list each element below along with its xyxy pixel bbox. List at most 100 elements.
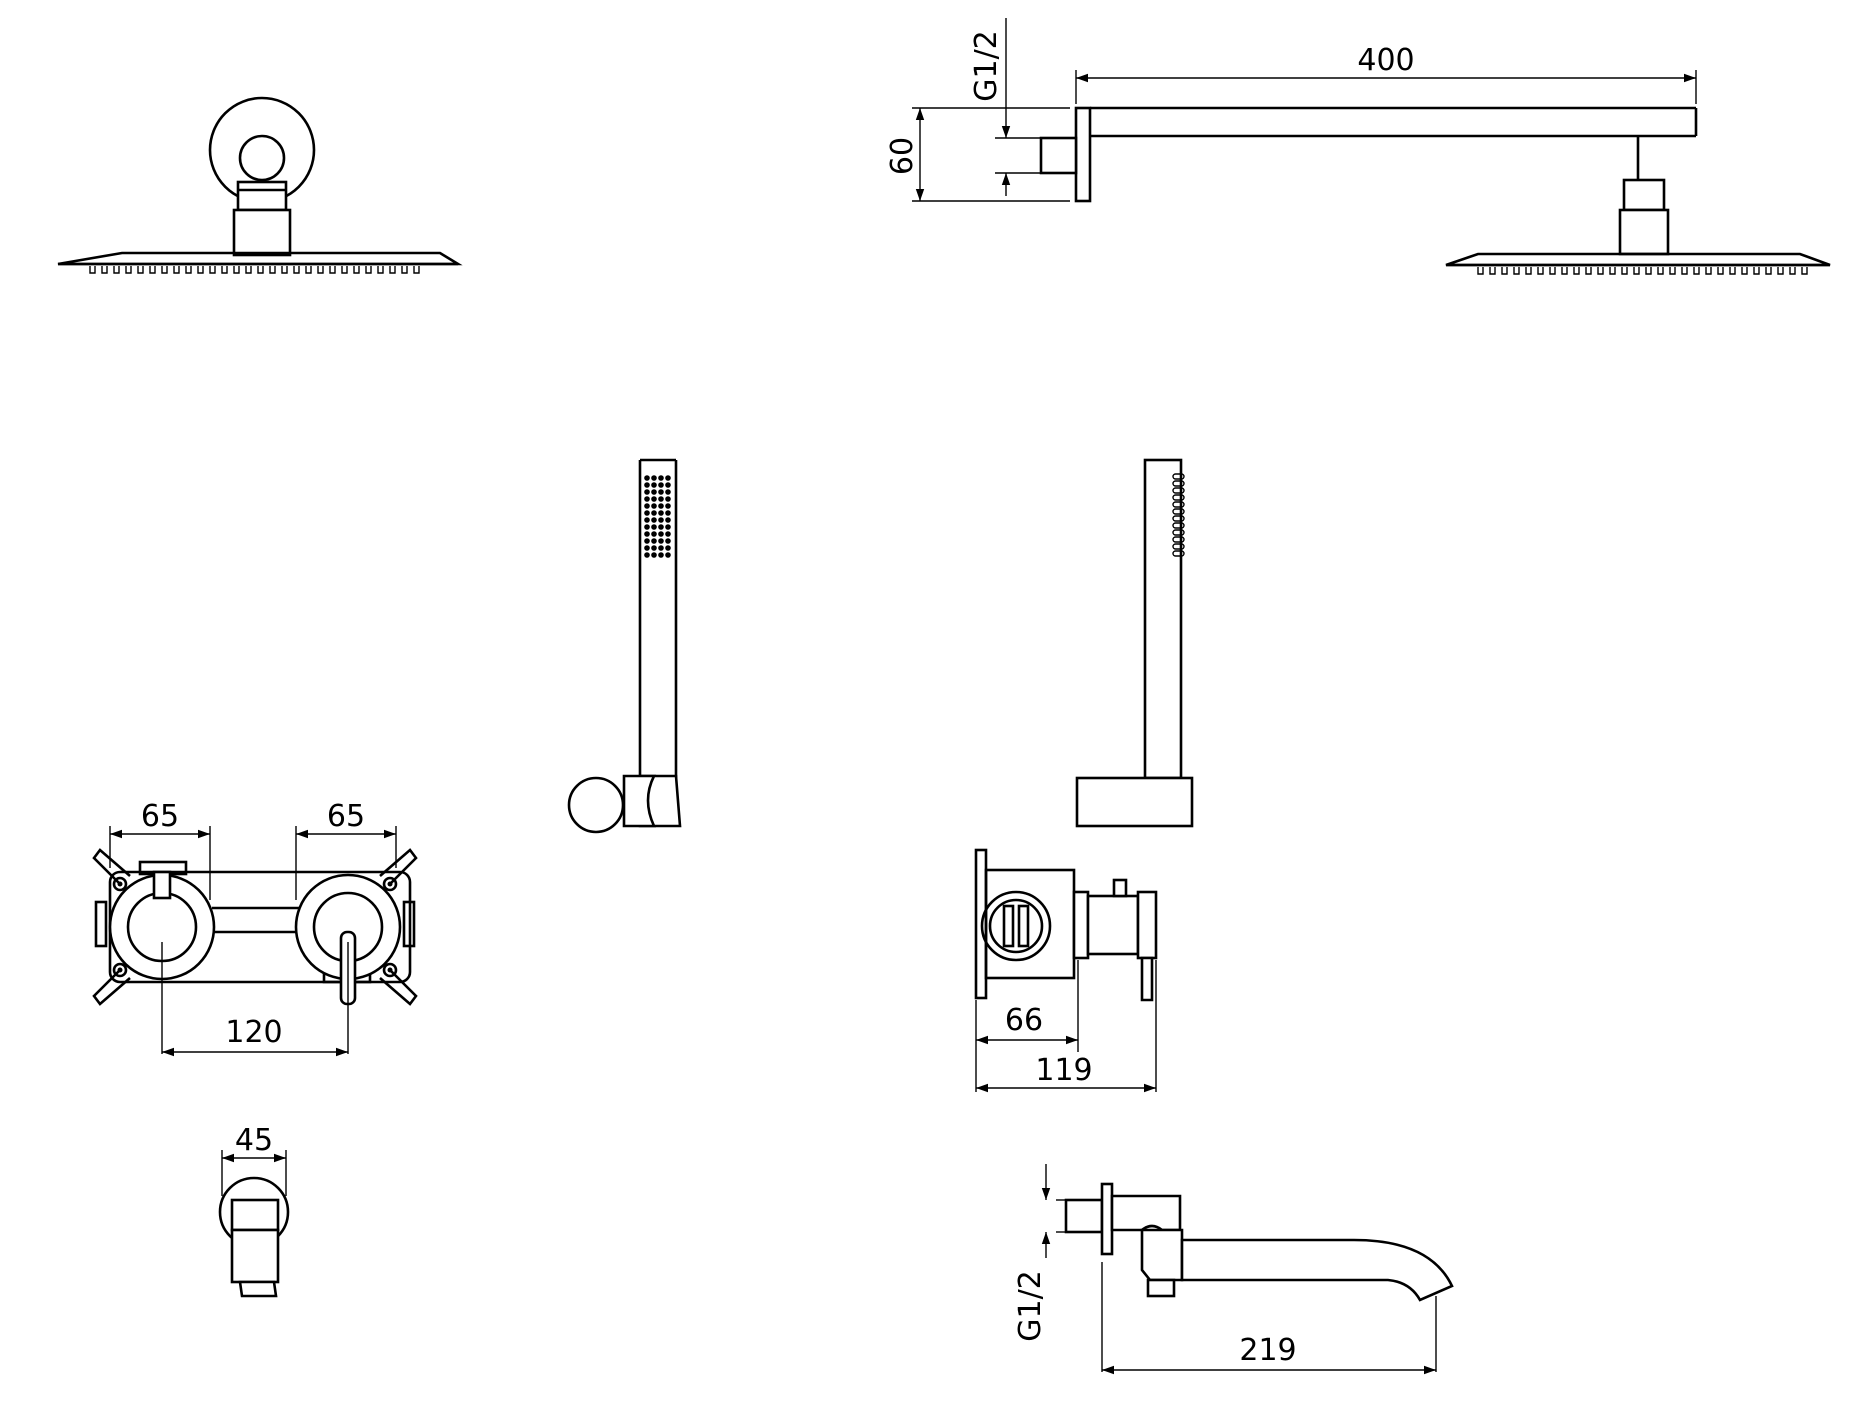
nozzle bbox=[185, 266, 192, 274]
screw bbox=[112, 876, 128, 892]
screw bbox=[112, 962, 128, 978]
side-nozzle bbox=[1172, 529, 1185, 536]
nozzle bbox=[1621, 267, 1628, 275]
spray-dot bbox=[644, 510, 650, 516]
arm-height-label: 60 bbox=[885, 137, 920, 175]
screw-center bbox=[387, 967, 393, 973]
nozzle bbox=[209, 266, 216, 274]
nozzle bbox=[389, 266, 396, 274]
nozzle bbox=[1525, 267, 1532, 275]
nozzle bbox=[257, 266, 264, 274]
spray-dot bbox=[644, 503, 650, 509]
nozzle bbox=[341, 266, 348, 274]
nozzle bbox=[1609, 267, 1616, 275]
arm-length-label: 400 bbox=[1357, 43, 1414, 78]
nozzle bbox=[1477, 267, 1484, 275]
nozzle bbox=[1801, 267, 1808, 275]
nozzle bbox=[1693, 267, 1700, 275]
nozzle bbox=[1645, 267, 1652, 275]
shower-arm-nozzles bbox=[1477, 267, 1808, 275]
mixer-right-offset-label: 65 bbox=[327, 799, 365, 834]
spray-dot bbox=[651, 496, 657, 502]
screw-center bbox=[117, 881, 123, 887]
mixer-front-view: 65 65 120 bbox=[92, 799, 418, 1057]
side-nozzle bbox=[1172, 480, 1185, 487]
spray-dot bbox=[658, 552, 664, 558]
side-nozzle bbox=[1172, 550, 1185, 557]
spray-dot bbox=[651, 510, 657, 516]
spray-dot bbox=[665, 475, 671, 481]
nozzle bbox=[293, 266, 300, 274]
side-nozzle bbox=[1172, 494, 1185, 501]
spray-dot bbox=[665, 524, 671, 530]
nozzle bbox=[221, 266, 228, 274]
spray-dot bbox=[644, 545, 650, 551]
nozzle bbox=[1537, 267, 1544, 275]
nozzle bbox=[1489, 267, 1496, 275]
spray-dot bbox=[665, 489, 671, 495]
nozzle bbox=[1585, 267, 1592, 275]
mixer-left-offset-label: 65 bbox=[141, 799, 179, 834]
nozzle bbox=[281, 266, 288, 274]
shower-head-front-view bbox=[57, 96, 463, 274]
nozzle bbox=[1549, 267, 1556, 275]
spray-dot bbox=[651, 489, 657, 495]
nozzle bbox=[197, 266, 204, 274]
spray-dot bbox=[644, 475, 650, 481]
nozzle bbox=[1633, 267, 1640, 275]
side-nozzle bbox=[1172, 522, 1185, 529]
spray-dot bbox=[665, 552, 671, 558]
side-nozzle bbox=[1172, 473, 1185, 480]
nozzle bbox=[1657, 267, 1664, 275]
nozzle bbox=[149, 266, 156, 274]
spray-dot bbox=[651, 482, 657, 488]
nozzle bbox=[1561, 267, 1568, 275]
spray-dot bbox=[651, 552, 657, 558]
nozzle bbox=[1729, 267, 1736, 275]
spray-dot bbox=[658, 475, 664, 481]
screw bbox=[382, 962, 398, 978]
nozzle bbox=[1777, 267, 1784, 275]
nozzle bbox=[173, 266, 180, 274]
spray-dot bbox=[651, 538, 657, 544]
spray-dot bbox=[651, 517, 657, 523]
spray-dot bbox=[651, 545, 657, 551]
nozzle bbox=[401, 266, 408, 274]
nozzle bbox=[1513, 267, 1520, 275]
nozzle bbox=[161, 266, 168, 274]
spray-dot bbox=[644, 552, 650, 558]
nozzle bbox=[317, 266, 324, 274]
spray-dot bbox=[644, 496, 650, 502]
box-depth-total-label: 119 bbox=[1035, 1053, 1092, 1088]
spray-dot bbox=[644, 489, 650, 495]
spray-dot bbox=[665, 503, 671, 509]
spray-dot bbox=[665, 482, 671, 488]
spout-thread-label: G1/2 bbox=[1013, 1270, 1048, 1342]
nozzle bbox=[1669, 267, 1676, 275]
nozzle bbox=[125, 266, 132, 274]
spray-dot bbox=[658, 538, 664, 544]
nozzle bbox=[137, 266, 144, 274]
nozzle bbox=[329, 266, 336, 274]
nozzle bbox=[113, 266, 120, 274]
nozzle bbox=[1597, 267, 1604, 275]
mounting-wing bbox=[92, 969, 131, 1006]
spray-dot bbox=[665, 545, 671, 551]
side-nozzle bbox=[1172, 536, 1185, 543]
mounting-wing bbox=[379, 969, 418, 1006]
side-nozzle bbox=[1172, 508, 1185, 515]
side-nozzle bbox=[1172, 543, 1185, 550]
nozzle bbox=[305, 266, 312, 274]
nozzle bbox=[1753, 267, 1760, 275]
spray-dot bbox=[644, 482, 650, 488]
spray-dot bbox=[651, 475, 657, 481]
side-nozzle bbox=[1172, 487, 1185, 494]
mounting-wing bbox=[92, 848, 131, 885]
spray-dot bbox=[644, 538, 650, 544]
nozzle bbox=[1501, 267, 1508, 275]
side-nozzle bbox=[1172, 501, 1185, 508]
spray-dot bbox=[658, 503, 664, 509]
screw-center bbox=[387, 881, 393, 887]
nozzle bbox=[89, 266, 96, 274]
